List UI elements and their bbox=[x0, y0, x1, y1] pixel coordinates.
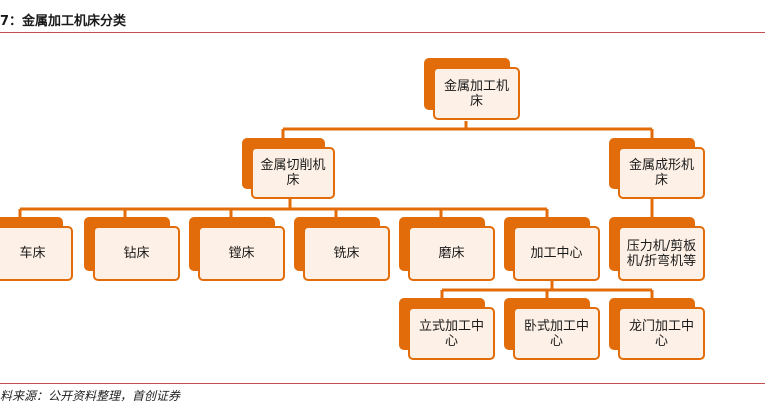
node-milling: 铣床 bbox=[294, 217, 390, 281]
node-forming: 金属成形机床 bbox=[609, 138, 705, 199]
node-gantry-center-label: 龙门加工中心 bbox=[628, 318, 694, 349]
node-root: 金属加工机床 bbox=[424, 58, 520, 120]
node-horizontal-center: 卧式加工中心 bbox=[504, 298, 600, 360]
node-cutting-label: 金属切削机床 bbox=[260, 158, 326, 188]
node-milling-label: 铣床 bbox=[333, 246, 360, 261]
node-root-label: 金属加工机床 bbox=[443, 78, 509, 109]
node-drill: 钻床 bbox=[84, 217, 180, 281]
node-machining-center: 加工中心 bbox=[504, 217, 600, 281]
node-grinding-label: 磨床 bbox=[438, 246, 465, 261]
source-note: 料来源：公开资料整理，首创证券 bbox=[0, 389, 181, 403]
node-press: 压力机/剪板机/折弯机等 bbox=[609, 217, 705, 281]
node-lathe: 车床 bbox=[0, 217, 73, 281]
node-horizontal-center-label: 卧式加工中心 bbox=[523, 318, 589, 349]
top-rule bbox=[0, 32, 765, 33]
node-cutting: 金属切削机床 bbox=[242, 138, 335, 199]
bottom-rule bbox=[0, 383, 765, 384]
node-drill-label: 钻床 bbox=[123, 246, 150, 261]
node-gantry-center: 龙门加工中心 bbox=[609, 298, 705, 360]
node-forming-label: 金属成形机床 bbox=[628, 158, 694, 188]
node-vertical-center-label: 立式加工中心 bbox=[418, 318, 484, 349]
node-vertical-center: 立式加工中心 bbox=[399, 298, 495, 360]
node-machining-center-label: 加工中心 bbox=[530, 246, 583, 261]
node-boring-label: 镗床 bbox=[228, 246, 255, 261]
figure-title: 7：金属加工机床分类 bbox=[0, 14, 127, 29]
node-press-label: 压力机/剪板机/折弯机等 bbox=[626, 238, 697, 269]
node-grinding: 磨床 bbox=[399, 217, 495, 281]
node-boring: 镗床 bbox=[189, 217, 285, 281]
node-lathe-label: 车床 bbox=[19, 246, 46, 261]
